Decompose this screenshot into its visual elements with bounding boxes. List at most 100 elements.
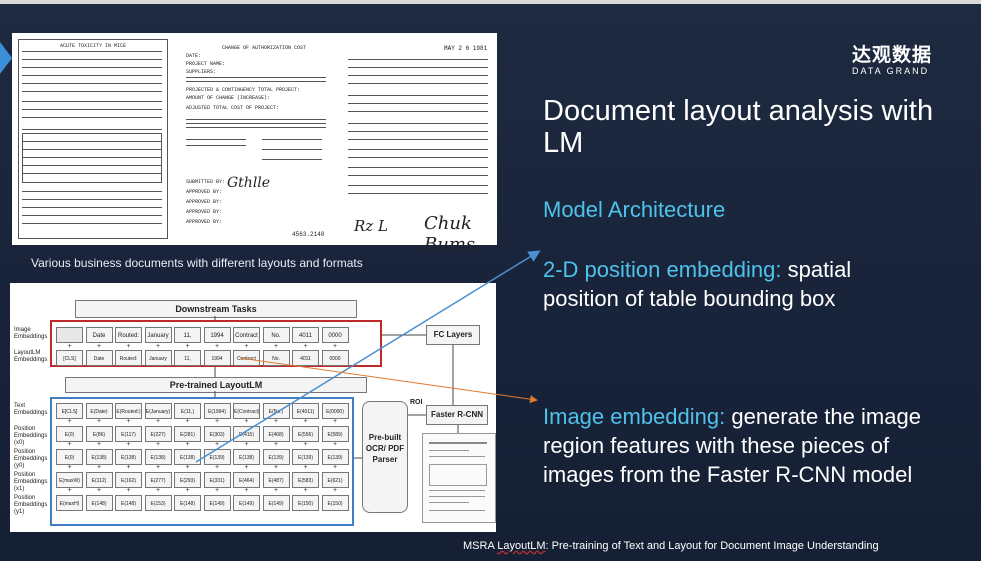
brand-logo-cn: 达观数据 [852, 45, 933, 66]
layoutlm-embedding-cell: 0000 [321, 350, 349, 366]
plus-sign: + [214, 464, 220, 471]
plus-sign: + [273, 343, 279, 350]
roi-label: ROI [410, 399, 423, 406]
plus-sign: + [244, 441, 249, 448]
embedding-cell: E(148) [85, 495, 113, 511]
embedding-cell: E(112) [85, 472, 113, 488]
plus-sign: + [332, 464, 338, 471]
layoutlm-architecture-diagram: Downstream Tasks Image Embeddings Layout… [10, 283, 496, 532]
plus-sign: + [303, 441, 308, 448]
fc-layers-box: FC Layers [426, 325, 480, 345]
image-embedding-thumbnail [56, 327, 83, 343]
embedding-cell: E(556) [292, 426, 319, 442]
plus-sign: + [126, 343, 131, 350]
slide-subtitle: Model Architecture [543, 197, 726, 222]
embedding-cell: E(415) [233, 426, 260, 442]
business-documents-image: ACUTE TOXICITY IN MICE CHANGE OF AUT [12, 33, 497, 255]
embedding-cell: E(139) [321, 449, 349, 465]
layoutlm-embedding-cell: Routed: [115, 350, 142, 366]
label-image-embeddings: Image Embeddings [14, 327, 48, 340]
plus-sign: + [273, 487, 279, 494]
embedding-cell: E(583) [292, 472, 319, 488]
plus-sign: + [303, 487, 308, 494]
embedding-cell: E(162) [115, 472, 142, 488]
bullet2-text: generate the image region features with … [543, 404, 921, 487]
embedding-cell: E(139) [262, 449, 290, 465]
image-embedding-cell: January [144, 327, 172, 343]
embedding-cell: E[CLS] [56, 403, 83, 419]
plus-sign: + [185, 464, 190, 471]
plus-sign: + [126, 418, 131, 425]
embedding-cell: E(281) [174, 426, 201, 442]
embedding-cell: E(331) [203, 472, 231, 488]
document-toxicity: ACUTE TOXICITY IN MICE [18, 39, 168, 239]
document-change-authorization: CHANGE OF AUTHORIZATION COST DATE: PROJE… [182, 39, 332, 239]
embedding-cell: E(138) [115, 449, 142, 465]
plus-sign: + [96, 418, 102, 425]
slide-title: Document layout analysis with LM [543, 95, 934, 159]
blue-highlight-box [50, 397, 354, 526]
embedding-cell: E(293) [174, 472, 201, 488]
plus-sign: + [155, 418, 161, 425]
embedding-cell: E(621) [321, 472, 349, 488]
embedding-cell: E(589) [321, 426, 349, 442]
plus-sign: + [155, 343, 161, 350]
embedding-cell: E(0) [56, 449, 83, 465]
plus-sign: + [67, 464, 72, 471]
plus-sign: + [67, 343, 72, 350]
bullet2-term: Image embedding: [543, 404, 726, 429]
red-highlight-box [50, 320, 382, 367]
label-position-y1: Position Embeddings (y1) [14, 495, 48, 515]
plus-sign: + [332, 441, 338, 448]
footer-suffix: : Pre-training of Text and Layout for Do… [545, 540, 879, 552]
embedding-cell: E(No.) [262, 403, 290, 419]
embedding-cell: E(maxH) [56, 495, 83, 511]
plus-sign: + [332, 343, 338, 350]
footer-layoutlm: LayoutLM [497, 540, 546, 552]
embedding-cell: E(139) [292, 449, 319, 465]
layoutlm-embedding-cell: 1994 [203, 350, 231, 366]
embedding-cell: E(150) [321, 495, 349, 511]
plus-sign: + [244, 418, 249, 425]
diagram-connectors [214, 316, 459, 459]
pretrained-layoutlm-box: Pre-trained LayoutLM [65, 377, 367, 393]
label-position-x0: Position Embeddings (x0) [14, 426, 48, 446]
embedding-cell: E(148) [174, 495, 201, 511]
plus-sign: + [214, 441, 220, 448]
plus-sign: + [214, 343, 220, 350]
downstream-tasks-box: Downstream Tasks [75, 300, 357, 318]
embedding-cell: E(138) [85, 449, 113, 465]
plus-sign: + [126, 487, 131, 494]
embedding-cell: E(138) [233, 449, 260, 465]
plus-sign: + [303, 464, 308, 471]
plus-sign: + [126, 464, 131, 471]
embedding-cell: E(138) [174, 449, 201, 465]
layoutlm-embedding-cell: Date [85, 350, 113, 366]
plus-sign: + [273, 464, 279, 471]
document-memo: MAY 2 6 1981 Rz L Chuk Bums [344, 39, 494, 255]
slide-marker-icon [0, 42, 12, 74]
plus-sign: + [273, 441, 279, 448]
embedding-cell: E(303) [203, 426, 231, 442]
embedding-cell: E(149) [233, 495, 260, 511]
plus-sign: + [185, 441, 190, 448]
plus-sign: + [96, 343, 102, 350]
plus-sign: + [155, 441, 161, 448]
embedding-cell: E(277) [144, 472, 172, 488]
embedding-cell: E(January) [144, 403, 172, 419]
label-text-embeddings: Text Embeddings [14, 403, 48, 416]
layoutlm-embedding-cell: January [144, 350, 172, 366]
image-embedding-cell: 4011 [292, 327, 319, 343]
embedding-cell: E(138) [144, 449, 172, 465]
plus-sign: + [185, 487, 190, 494]
plus-sign: + [96, 441, 102, 448]
embedding-cell: E(464) [233, 472, 260, 488]
footer-citation: MSRA LayoutLM: Pre-training of Text and … [463, 540, 879, 552]
bullet-image-embedding: Image embedding: generate the image regi… [543, 402, 933, 489]
embedding-cell: E(11,) [174, 403, 201, 419]
plus-sign: + [244, 464, 249, 471]
plus-sign: + [303, 343, 308, 350]
image-embedding-cell: No. [262, 327, 290, 343]
label-position-y0: Position Embeddings (y0) [14, 449, 48, 469]
plus-sign: + [244, 487, 249, 494]
